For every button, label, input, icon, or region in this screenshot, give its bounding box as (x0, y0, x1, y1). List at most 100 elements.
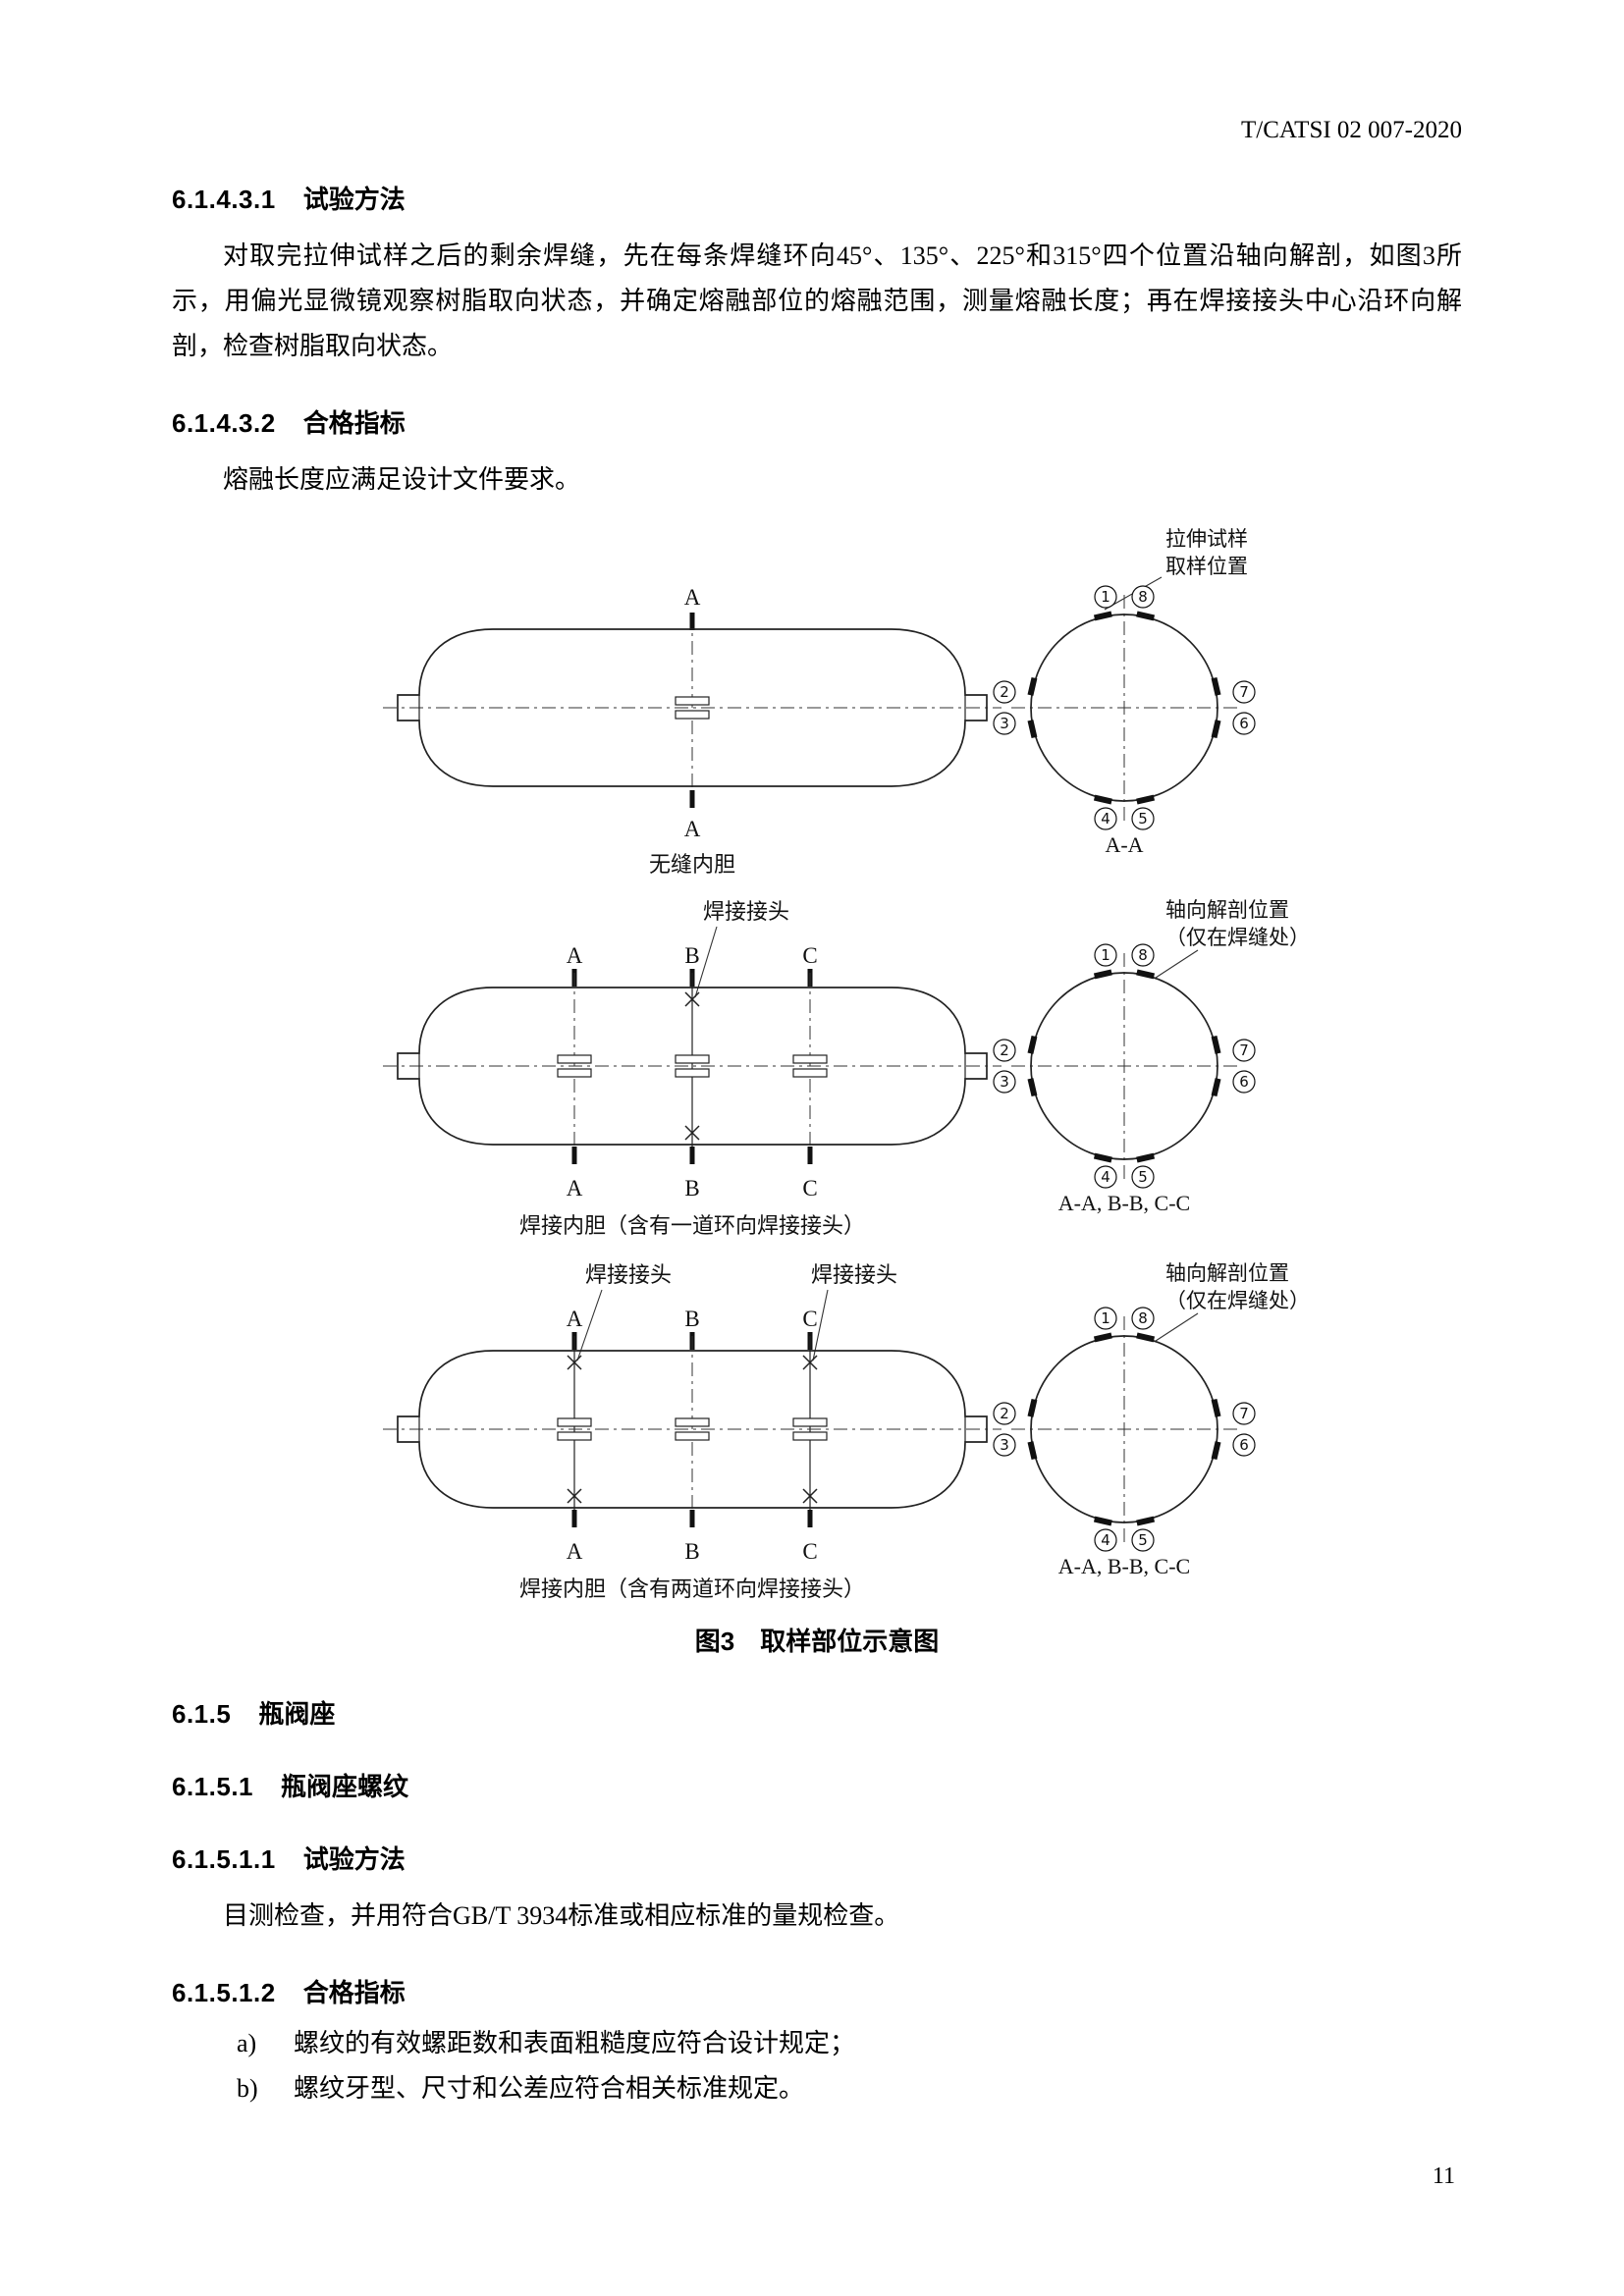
svg-text:8: 8 (1138, 946, 1148, 964)
svg-text:3: 3 (1000, 1073, 1009, 1091)
svg-text:3: 3 (1000, 1436, 1009, 1454)
doc-number: T/CATSI 02 007-2020 (1241, 117, 1462, 143)
annotation-tensile-sample: 拉伸试样 (1165, 527, 1248, 551)
list-item-b: b) 螺纹牙型、尺寸和公差应符合相关标准规定。 (172, 2066, 1462, 2111)
figure-3-drawing: 拉伸试样 取样位置 A A 无缝内胆 1 8 2 3 7 6 (382, 527, 1310, 1601)
position-marker-3: 3 (993, 1433, 1016, 1457)
paragraph-visual-inspection: 目测检查，并用符合GB/T 3934标准或相应标准的量规检查。 (223, 1901, 900, 1930)
section-letter-top-c: C (802, 943, 817, 968)
position-marker-6: 6 (1232, 712, 1256, 735)
figure-caption: 图3 取样部位示意图 (694, 1627, 940, 1656)
position-marker-8: 8 (1131, 943, 1155, 967)
svg-text:5: 5 (1138, 810, 1148, 828)
weld-leader-line (694, 926, 718, 998)
section-letter-top-c: C (802, 1307, 817, 1331)
list-text: 螺纹牙型、尺寸和公差应符合相关标准规定。 (294, 2074, 805, 2103)
annotation-leader-line (1155, 949, 1199, 979)
section-letter-top-b: B (684, 1307, 699, 1331)
figure-row-welded-liner-one-weld: 焊接接头 A B C A (382, 898, 1310, 1238)
annotation-axial-cut-line2: （仅在焊缝处） (1165, 1289, 1310, 1312)
position-marker-4: 4 (1094, 1165, 1117, 1189)
position-marker-6: 6 (1232, 1433, 1256, 1457)
section-number: 6.1.4.3.2 (172, 408, 276, 438)
section-letter-bottom-a: A (567, 1176, 583, 1201)
position-marker-2: 2 (993, 1402, 1016, 1425)
section-letter-bottom-b: B (684, 1539, 699, 1564)
svg-text:4: 4 (1101, 1168, 1110, 1186)
svg-text:8: 8 (1138, 588, 1148, 606)
svg-text:4: 4 (1101, 810, 1110, 828)
section-heading-6-1-5-1-2: 6.1.5.1.2 合格指标 (172, 1974, 1462, 2011)
sampling-positions: 1 8 2 3 7 6 4 5 (993, 943, 1256, 1189)
section-letter-bottom-c: C (802, 1176, 817, 1201)
section-letter-top-a: A (567, 943, 583, 968)
annotation-axial-cut-line2: （仅在焊缝处） (1165, 926, 1310, 949)
section-title: 合格指标 (302, 408, 406, 438)
section-title: 瓶阀座螺纹 (281, 1772, 409, 1801)
svg-text:4: 4 (1101, 1531, 1110, 1549)
weld-leader-line (812, 1289, 829, 1362)
figure-row-seamless-liner: 拉伸试样 取样位置 A A 无缝内胆 1 8 2 3 7 6 (382, 527, 1256, 877)
annotation-axial-cut: 轴向解剖位置 (1165, 898, 1289, 922)
section-letter-bottom-a: A (567, 1539, 583, 1564)
section-number: 6.1.5 (172, 1699, 232, 1729)
weld-joint-label-1: 焊接接头 (585, 1262, 672, 1287)
position-marker-1: 1 (1094, 1307, 1117, 1330)
section-letter-bottom-b: B (684, 1176, 699, 1201)
position-marker-3: 3 (993, 712, 1016, 735)
sampling-positions: 1 8 2 3 7 6 4 5 (993, 585, 1256, 830)
position-marker-7: 7 (1232, 1039, 1256, 1062)
annotation-axial-cut: 轴向解剖位置 (1165, 1261, 1289, 1285)
annotation-leader-line (1155, 1312, 1199, 1342)
section-title: 试验方法 (302, 1844, 406, 1874)
position-marker-8: 8 (1131, 1307, 1155, 1330)
figure-3: 拉伸试样 取样位置 A A 无缝内胆 1 8 2 3 7 6 (172, 516, 1462, 1611)
section-view-label: A-A (1105, 832, 1143, 857)
section-heading-6-1-5-1-1: 6.1.5.1.1 试验方法 (172, 1841, 1462, 1878)
section-title: 合格指标 (302, 1978, 406, 2007)
section-heading-6-1-4-3-2: 6.1.4.3.2 合格指标 (172, 404, 1462, 442)
svg-text:5: 5 (1138, 1531, 1148, 1549)
position-marker-5: 5 (1131, 1528, 1155, 1552)
section-letter-bottom: A (684, 817, 701, 841)
section-view-label: A-A, B-B, C-C (1058, 1191, 1190, 1215)
position-marker-6: 6 (1232, 1070, 1256, 1094)
svg-text:7: 7 (1239, 683, 1249, 701)
svg-text:2: 2 (1000, 1041, 1009, 1059)
position-marker-1: 1 (1094, 585, 1117, 609)
section-letter-top-b: B (684, 943, 699, 968)
paragraph-test-method: 对取完拉伸试样之后的剩余焊缝，先在每条焊缝环向45°、135°、225°和315… (172, 241, 1462, 360)
svg-text:1: 1 (1101, 588, 1110, 606)
list-item-a: a) 螺纹的有效螺距数和表面粗糙度应符合设计规定； (172, 2021, 1462, 2066)
position-marker-5: 5 (1131, 807, 1155, 830)
position-marker-4: 4 (1094, 807, 1117, 830)
section-heading-6-1-4-3-1: 6.1.4.3.1 试验方法 (172, 181, 1462, 218)
section-letter-top: A (684, 585, 701, 610)
section-number: 6.1.5.1.2 (172, 1978, 276, 2007)
sampling-positions: 1 8 2 3 7 6 4 5 (993, 1307, 1256, 1552)
section-title: 试验方法 (302, 185, 406, 214)
svg-text:6: 6 (1239, 715, 1249, 732)
section-number: 6.1.4.3.1 (172, 185, 276, 214)
figure-row-welded-liner-two-welds: 焊接接头 焊接接头 A B C (382, 1261, 1310, 1601)
svg-text:1: 1 (1101, 1309, 1110, 1327)
section-number: 6.1.5.1 (172, 1772, 254, 1801)
svg-text:6: 6 (1239, 1073, 1249, 1091)
position-marker-4: 4 (1094, 1528, 1117, 1552)
svg-text:6: 6 (1239, 1436, 1249, 1454)
section-title: 瓶阀座 (258, 1699, 336, 1729)
section-view-circle (1010, 594, 1238, 822)
position-marker-8: 8 (1131, 585, 1155, 609)
vessel-label: 焊接内胆（含有一道环向焊接接头） (519, 1213, 865, 1238)
weld-joint-label: 焊接接头 (703, 899, 789, 924)
section-heading-6-1-5: 6.1.5 瓶阀座 (172, 1695, 1462, 1733)
svg-text:3: 3 (1000, 715, 1009, 732)
svg-text:7: 7 (1239, 1041, 1249, 1059)
vessel-label: 无缝内胆 (649, 852, 735, 877)
section-view-circle (1010, 1315, 1238, 1543)
position-marker-2: 2 (993, 680, 1016, 704)
section-heading-6-1-5-1: 6.1.5.1 瓶阀座螺纹 (172, 1768, 1462, 1805)
section-letter-top-a: A (567, 1307, 583, 1331)
svg-text:1: 1 (1101, 946, 1110, 964)
section-number: 6.1.5.1.1 (172, 1844, 276, 1874)
